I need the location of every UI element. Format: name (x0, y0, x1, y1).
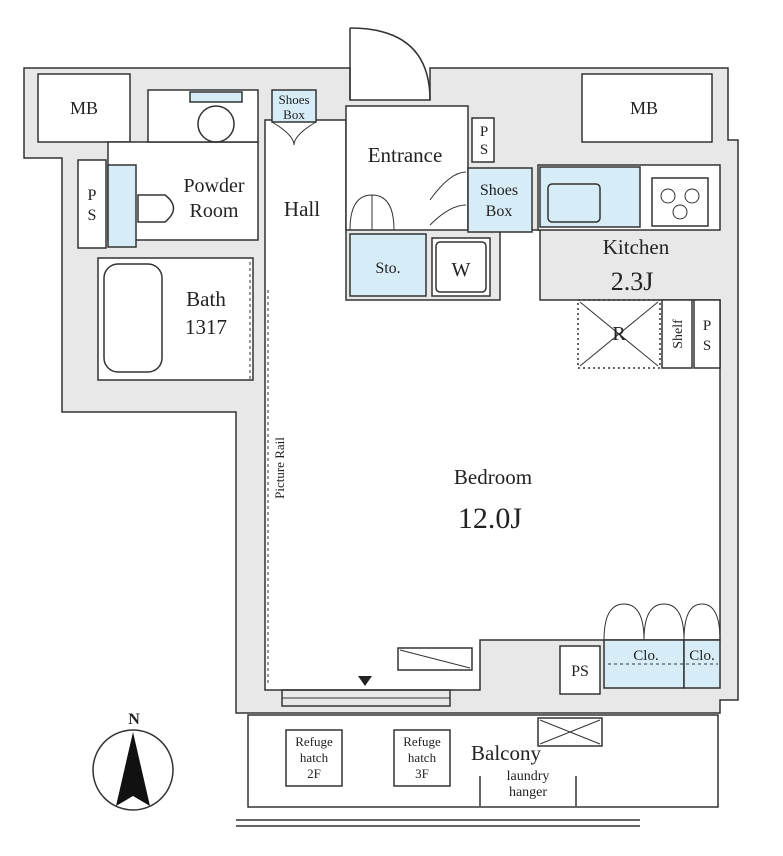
entrance-label: Entrance (368, 143, 443, 167)
laundry-hanger-label-2: hanger (509, 785, 547, 800)
shoes-box-hall-label-2: Box (283, 107, 305, 122)
kitchen-label: Kitchen (603, 235, 670, 259)
powder-room-label-2: Room (190, 200, 239, 222)
ps-shaft-entrance (471, 117, 495, 163)
ps-left-s: S (88, 207, 97, 224)
shelf-label: Shelf (671, 319, 686, 349)
shoes-box-hall (271, 89, 317, 123)
shoes-box-entrance-label-1: Shoes (480, 182, 518, 199)
ps-left-p: P (88, 187, 97, 204)
hall-label: Hall (284, 197, 320, 221)
entry-marker-icon (358, 676, 372, 686)
picture-rail-label: Picture Rail (272, 437, 287, 499)
laundry-hanger-label-1: laundry (507, 769, 550, 784)
shelf-unit (661, 299, 693, 369)
refrigerator-space (577, 299, 661, 369)
sink-icon (547, 183, 601, 223)
bath-size: 1317 (185, 315, 227, 339)
refuge-hatch-3f (393, 729, 451, 787)
refuge-3f-label-2: hatch (408, 750, 437, 765)
compass-circle (92, 729, 174, 811)
closet-b-label: Clo. (689, 648, 714, 664)
refuge-2f-label-2: hatch (300, 750, 329, 765)
refuge-2f-label-3: 2F (307, 766, 321, 781)
powder-room-label-1: Powder (183, 175, 244, 197)
ps-kitchen-s: S (703, 338, 711, 354)
shoes-box-entrance (467, 167, 533, 233)
bedroom-label: Bedroom (454, 465, 532, 489)
entrance-area (345, 105, 469, 231)
toilet-icon (137, 194, 175, 223)
mb-closet-right (581, 73, 713, 143)
refuge-3f-label-1: Refuge (403, 734, 441, 749)
powder-vanity-counter (189, 91, 243, 103)
outdoor-unit-icon (537, 717, 603, 747)
refuge-hatch-2f (285, 729, 343, 787)
closet-a-label: Clo. (633, 648, 658, 664)
powder-tank-shelf (107, 164, 137, 248)
closet-b (683, 639, 721, 689)
kitchen-size: 2.3J (611, 267, 654, 296)
washbasin-icon (197, 105, 235, 143)
refuge-2f-label-1: Refuge (295, 734, 333, 749)
bedroom-area (264, 119, 721, 691)
kitchen-sink-counter (539, 166, 641, 228)
ps-entrance-s: S (480, 142, 488, 158)
entrance-door-swing (349, 27, 431, 101)
mb-closet-left (37, 73, 131, 143)
storage-closet (349, 233, 427, 297)
storage-label: Sto. (375, 260, 400, 277)
air-conditioner-icon (397, 647, 473, 671)
cooktop-icon (651, 177, 709, 227)
mb-label-right: MB (630, 98, 658, 118)
washer-space (431, 237, 491, 297)
balcony-label: Balcony (471, 741, 541, 765)
bath-label: Bath (186, 287, 226, 311)
mb-label-left: MB (70, 98, 98, 118)
shoes-box-entrance-label-2: Box (486, 203, 513, 220)
bedroom-size: 12.0J (458, 502, 523, 535)
compass-north-label: N (128, 711, 140, 728)
ps-bedroom-label: PS (571, 663, 589, 680)
ps-shaft-left (77, 159, 107, 249)
ps-shaft-bedroom (559, 645, 601, 695)
ps-entrance-p: P (480, 124, 488, 140)
bathtub-icon (103, 263, 163, 373)
ps-kitchen-p: P (703, 318, 711, 334)
shoes-box-hall-label-1: Shoes (278, 92, 309, 107)
refrigerator-label: R (612, 323, 626, 345)
bathroom (97, 257, 254, 381)
washer-label: W (452, 259, 471, 281)
refuge-3f-label-3: 3F (415, 766, 429, 781)
north-arrow-icon (116, 732, 150, 806)
ps-shaft-kitchen (693, 299, 721, 369)
